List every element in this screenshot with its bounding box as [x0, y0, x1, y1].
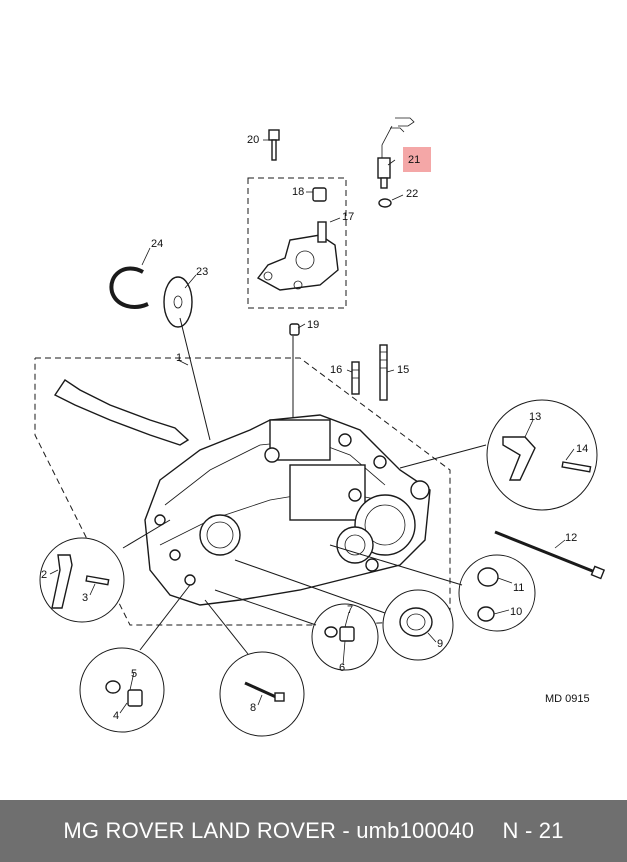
callout-11: 11 — [513, 582, 524, 594]
assembly-outline-17 — [247, 177, 347, 309]
callout-12: 12 — [565, 532, 577, 544]
callout-1: 1 — [176, 352, 182, 364]
callout-14: 14 — [576, 443, 588, 455]
callout-16: 16 — [330, 364, 342, 376]
disc-23 — [163, 276, 193, 328]
circlip-24 — [109, 266, 149, 309]
callout-10: 10 — [510, 606, 522, 618]
callout-21: 21 — [408, 154, 420, 166]
bolt-20 — [268, 129, 280, 161]
detail-circle-2-3 — [39, 537, 125, 623]
callout-20: 20 — [247, 134, 259, 146]
callout-9: 9 — [437, 638, 443, 650]
part-bracket-left — [53, 379, 190, 446]
bolt-12 — [494, 530, 606, 580]
callout-8: 8 — [250, 702, 256, 714]
stud-15 — [379, 344, 388, 401]
footer-caption: MG ROVER LAND ROVER - umb100040 N - 21 — [0, 800, 627, 862]
callout-13: 13 — [529, 411, 541, 423]
selector-housing-17 — [256, 221, 339, 291]
footer-part-number: umb100040 — [356, 818, 475, 843]
transfer-case-housing — [144, 414, 431, 606]
highlight-21 — [403, 147, 431, 172]
callout-23: 23 — [196, 266, 208, 278]
callout-15: 15 — [397, 364, 409, 376]
detail-circle-8 — [219, 651, 305, 737]
reference-code: MD 0915 — [545, 693, 590, 705]
detail-circle-13-14 — [486, 399, 598, 511]
callout-24: 24 — [151, 238, 163, 250]
detail-circle-9 — [382, 589, 454, 661]
footer-position: N - 21 — [502, 818, 564, 843]
callout-5: 5 — [131, 668, 137, 680]
detail-circle-10-11 — [458, 554, 536, 632]
footer-separator: - — [342, 818, 350, 843]
dowel-19 — [289, 323, 300, 336]
callout-2: 2 — [41, 569, 47, 581]
exploded-parts-diagram: 1 2 3 4 5 6 7 8 9 10 11 12 13 14 15 16 1… — [34, 117, 606, 737]
stud-16 — [351, 361, 360, 395]
detail-circle-4-5 — [79, 647, 165, 733]
callout-6: 6 — [339, 662, 345, 674]
footer-brand: MG ROVER LAND ROVER — [63, 818, 337, 843]
switch-21 — [377, 117, 415, 189]
callout-7: 7 — [347, 604, 353, 616]
callout-19: 19 — [307, 319, 319, 331]
bush-18 — [312, 187, 327, 202]
callout-4: 4 — [113, 710, 119, 722]
detail-circle-6-7 — [311, 603, 379, 671]
callout-3: 3 — [82, 592, 88, 604]
washer-22 — [378, 198, 392, 208]
callout-18: 18 — [292, 186, 304, 198]
callout-17: 17 — [342, 211, 354, 223]
callout-22: 22 — [406, 188, 418, 200]
